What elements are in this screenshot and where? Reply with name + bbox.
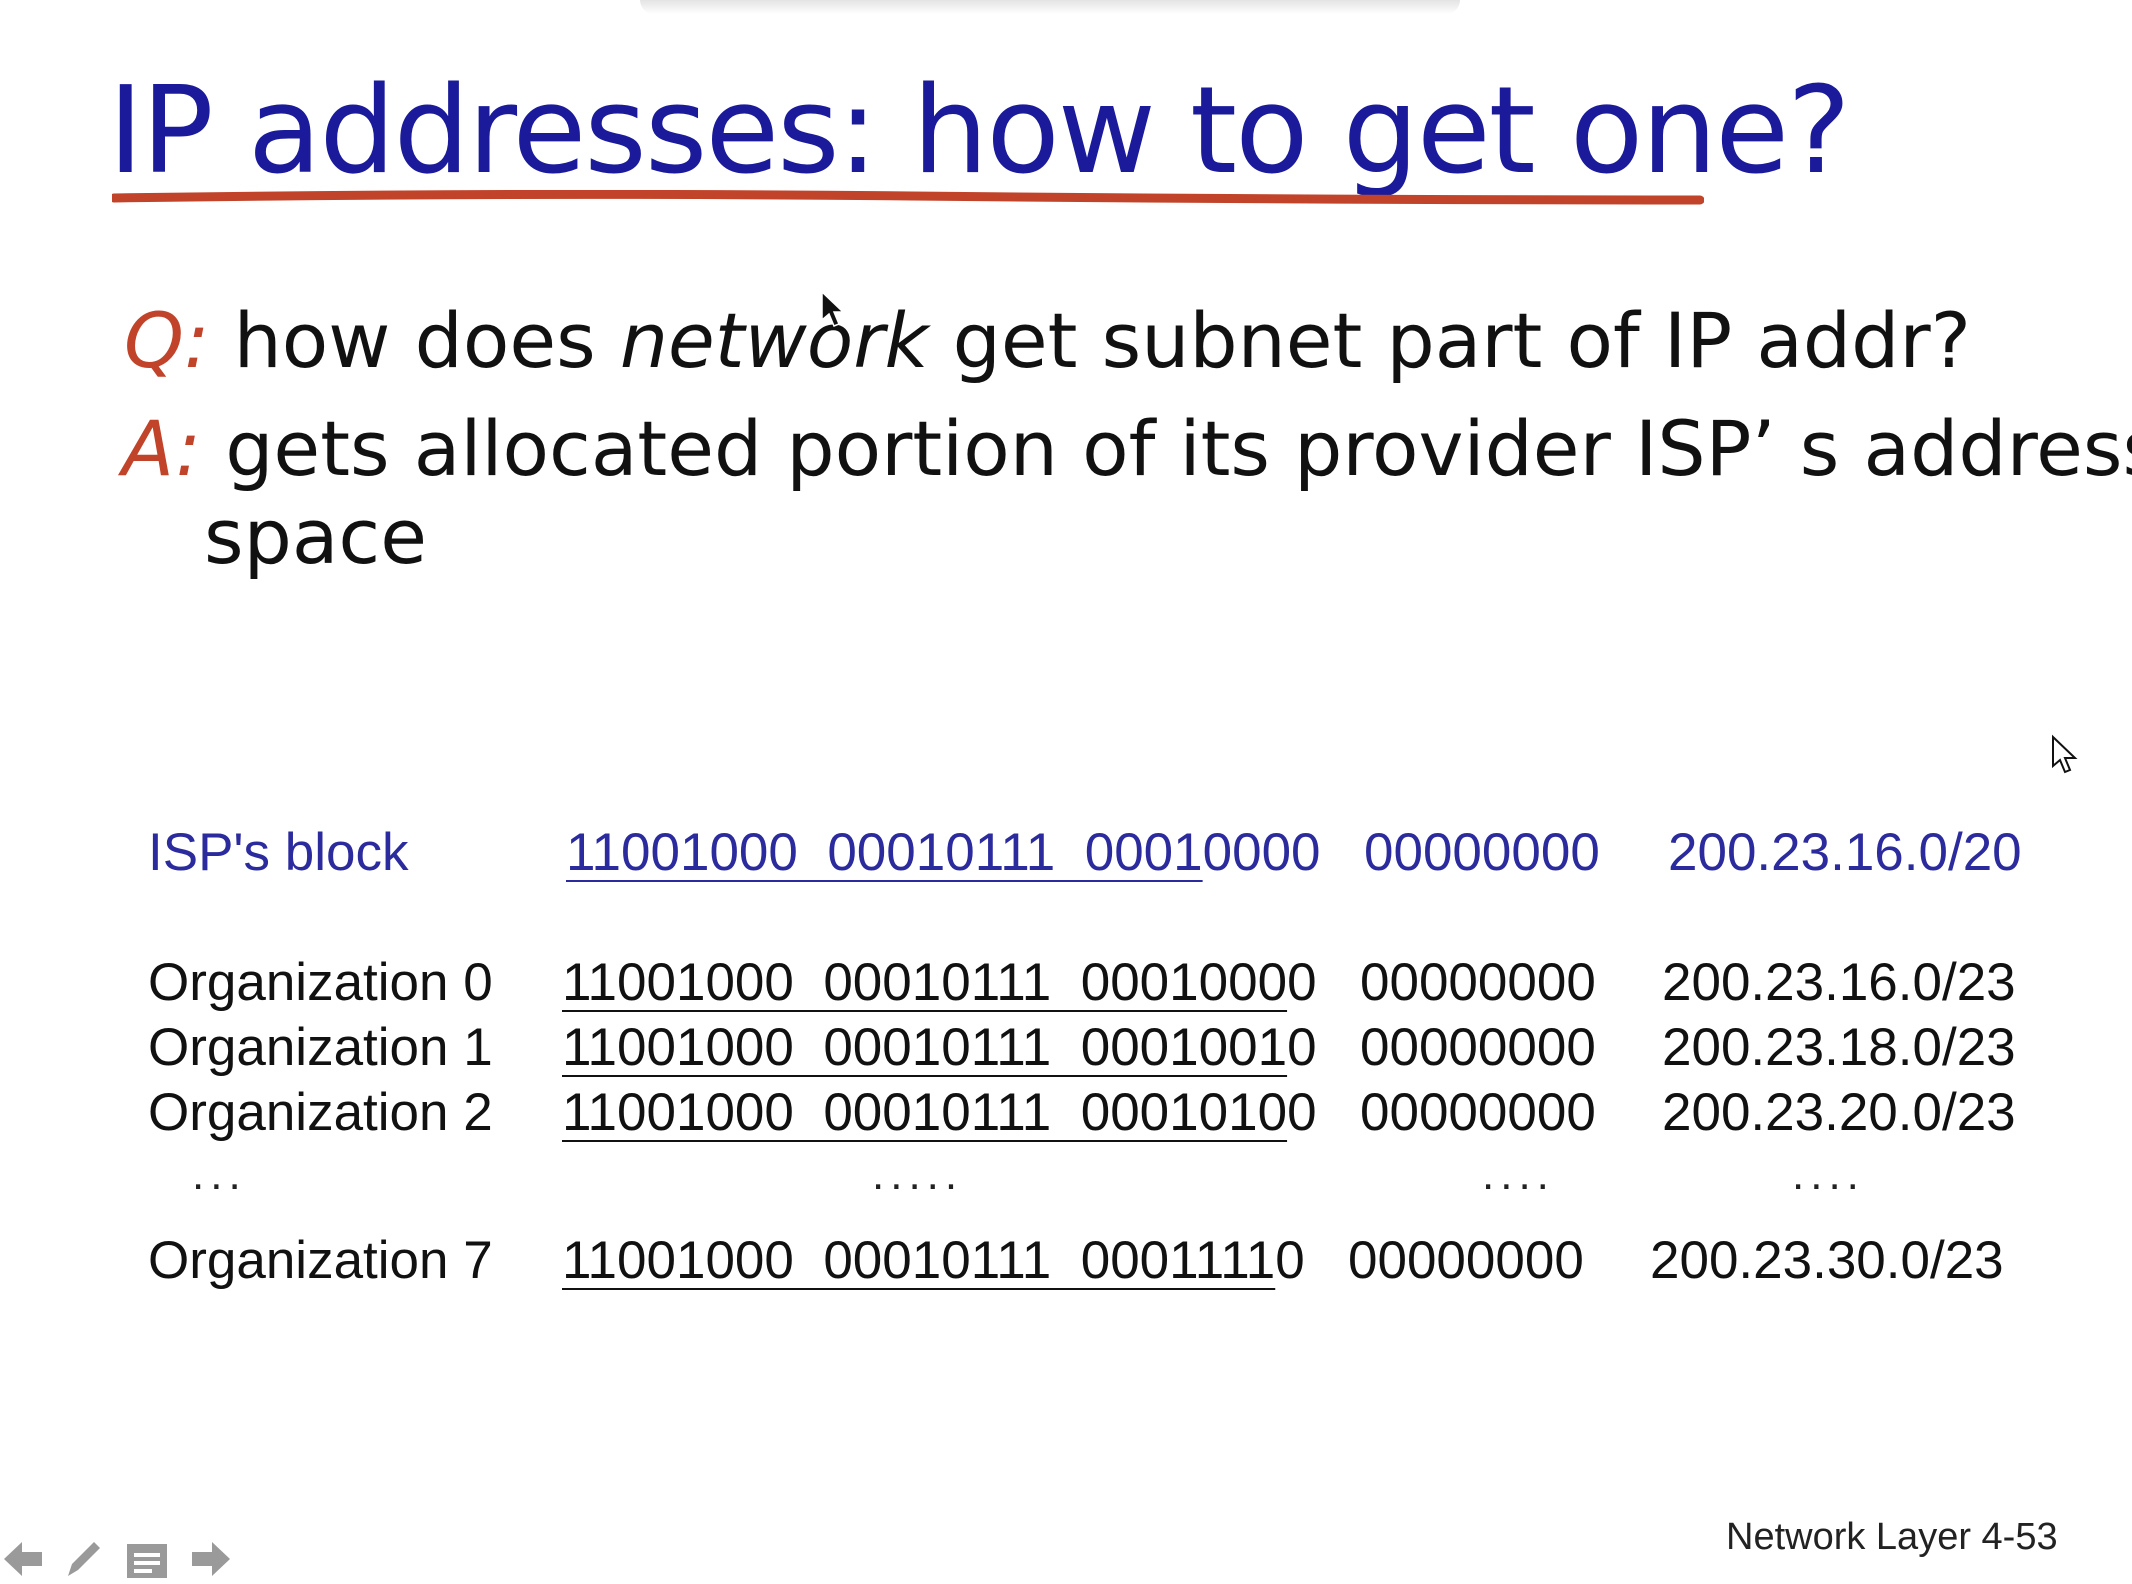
answer-text-2: space: [204, 492, 427, 581]
arrow-left-icon[interactable]: [0, 1536, 46, 1582]
org-host-bit: 0: [1287, 953, 1317, 1012]
org-cidr: 200.23.16.0/23: [1662, 953, 2016, 1012]
title-underline: [112, 190, 1704, 205]
org-network-prefix: 11001000 00010111 0001111: [562, 1231, 1276, 1290]
ellipsis-binary: .....: [872, 1150, 964, 1199]
org-binary: 11001000 00010111 00010000: [562, 952, 1317, 1013]
pencil-icon[interactable]: [60, 1536, 106, 1582]
org-binary: 11001000 00010111 00010100: [562, 1082, 1317, 1143]
menu-icon[interactable]: [124, 1536, 170, 1582]
org-octet4: 00000000: [1360, 1083, 1596, 1142]
cursor-pointer-icon: [2052, 734, 2078, 774]
answer-text-1: gets allocated portion of its provider I…: [225, 404, 2132, 493]
ellipsis-octet4: ....: [1482, 1150, 1555, 1199]
isp-block-label: ISP's block: [148, 823, 409, 882]
org-binary: 11001000 00010111 00010010: [562, 1017, 1317, 1078]
org-network-prefix: 11001000 00010111 0001001: [562, 1018, 1288, 1077]
org-label: Organization 1: [148, 1018, 493, 1077]
org-host-bit: 0: [1287, 1018, 1317, 1077]
answer-mark-label: A:: [122, 404, 202, 493]
org-octet4: 00000000: [1360, 953, 1596, 1012]
isp-block-cidr: 200.23.16.0/20: [1668, 823, 2022, 882]
question-mark-label: Q:: [124, 296, 210, 385]
question-text-italic: network: [619, 296, 929, 385]
org-binary: 11001000 00010111 00011110: [562, 1230, 1305, 1291]
isp-block-binary: 11001000 00010111 00010000: [566, 822, 1321, 883]
org-network-prefix: 11001000 00010111 0001010: [562, 1083, 1288, 1142]
cursor-arrow-icon: [821, 290, 845, 327]
org-cidr: 200.23.20.0/23: [1662, 1083, 2016, 1142]
window-top-shadow: [640, 0, 1460, 14]
org-label: Organization 2: [148, 1083, 493, 1142]
org-label: Organization 7: [148, 1231, 493, 1290]
answer-line: A: gets allocated portion of its provide…: [122, 404, 2132, 493]
isp-block-octet4: 00000000: [1364, 823, 1600, 882]
org-network-prefix: 11001000 00010111 0001000: [562, 953, 1288, 1012]
question-text-1: how does: [233, 296, 620, 385]
org-host-bit: 0: [1275, 1231, 1305, 1290]
org-cidr: 200.23.18.0/23: [1662, 1018, 2016, 1077]
slide-footer: Network Layer 4-53: [1726, 1516, 2058, 1558]
question-text-2: get subnet part of IP addr?: [928, 296, 1971, 385]
question-line: Q: how does network get subnet part of I…: [124, 296, 1971, 385]
org-cidr: 200.23.30.0/23: [1650, 1231, 2004, 1290]
org-octet4: 00000000: [1348, 1231, 1584, 1290]
ellipsis-label: ...: [192, 1150, 247, 1199]
slide-title: IP addresses: how to get one?: [108, 62, 1851, 201]
ellipsis-cidr: ....: [1792, 1150, 1865, 1199]
org-octet4: 00000000: [1360, 1018, 1596, 1077]
isp-network-prefix: 11001000 00010111 0001: [566, 823, 1203, 882]
slide-nav-toolbar: [0, 1536, 250, 1584]
org-host-bit: 0: [1287, 1083, 1317, 1142]
org-label: Organization 0: [148, 953, 493, 1012]
isp-host-bits: 0000: [1202, 823, 1321, 882]
arrow-right-icon[interactable]: [188, 1536, 234, 1582]
